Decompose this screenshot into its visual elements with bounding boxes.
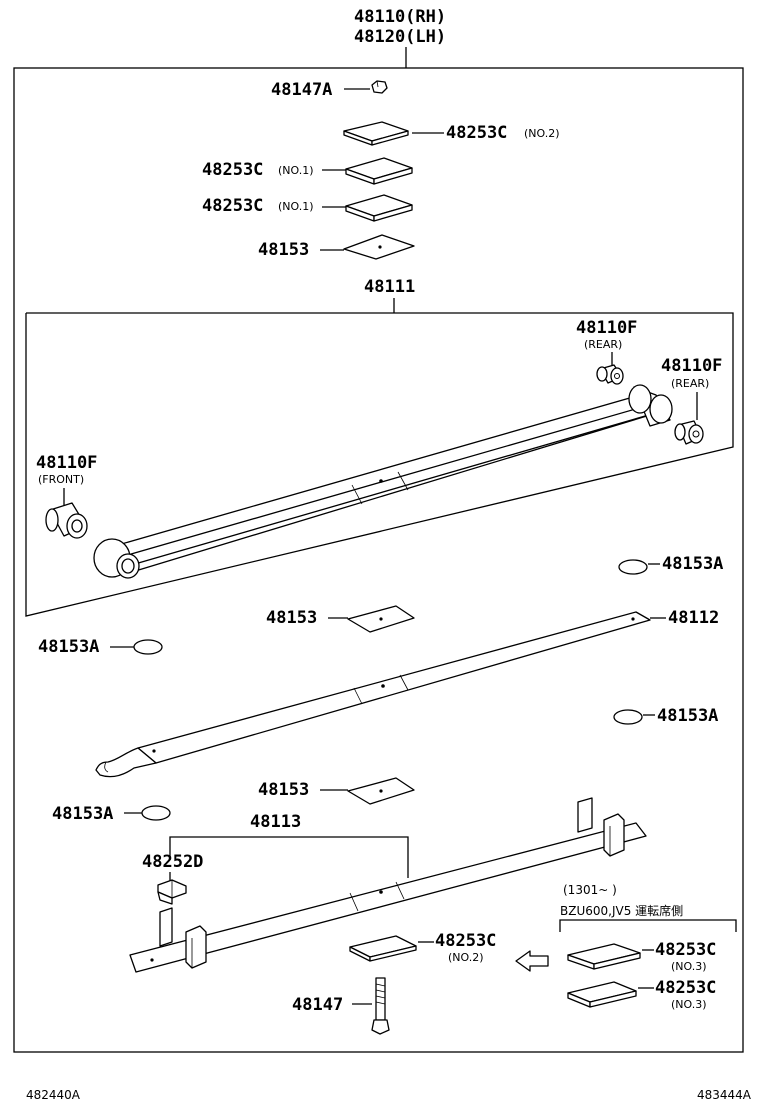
label-leaf-3[interactable]: 48113 <box>250 812 301 832</box>
spacer-top-hole <box>378 245 382 249</box>
pad-no1-a-side2 <box>373 167 413 185</box>
clip-part[interactable] <box>157 879 187 905</box>
note-pad-no2-top: (NO.2) <box>524 127 560 140</box>
note-pad-no2-low: (NO.2) <box>448 951 484 964</box>
bolt-thread-4 <box>375 1001 386 1005</box>
label-pad-no3-a[interactable]: 48253C <box>655 940 716 960</box>
arrow-icon <box>515 950 549 972</box>
leaf2-end-hole <box>631 617 635 621</box>
leaf2-hook-curl <box>104 761 109 773</box>
spacer-low-hole <box>379 789 383 793</box>
pad-no2-top-side2 <box>371 130 409 146</box>
label-bolt[interactable]: 48147 <box>292 995 343 1015</box>
note-pad-no1-b: (NO.1) <box>278 200 314 213</box>
label-leaf-assy[interactable]: 48111 <box>364 277 415 297</box>
leaf-spring-3[interactable] <box>129 797 647 973</box>
label-bushing-rear-2[interactable]: 48110F <box>661 356 722 376</box>
leader-leaf-3 <box>169 836 409 878</box>
bushing-rear-1[interactable] <box>596 364 624 385</box>
leaf2-clamp-left <box>353 687 363 705</box>
inner-frame <box>25 312 734 617</box>
note-pad-no3-b: (NO.3) <box>671 998 707 1011</box>
variant-model: BZU600,JV5 運転席側 <box>560 903 683 918</box>
pad-no2-low-side2 <box>369 945 417 962</box>
insert-left-1[interactable] <box>133 639 163 655</box>
label-bushing-rear-1[interactable]: 48110F <box>576 318 637 338</box>
label-clip[interactable]: 48252D <box>142 852 203 872</box>
label-insert-right-1[interactable]: 48153A <box>662 554 723 574</box>
note-bushing-rear-2: (REAR) <box>671 377 709 390</box>
variant-bracket <box>559 919 737 932</box>
leaf-spring-2[interactable] <box>95 611 651 778</box>
pad-no3-b-side2 <box>589 990 637 1008</box>
label-spacer-mid[interactable]: 48153 <box>266 608 317 628</box>
leaf2-clamp-right <box>399 674 409 691</box>
label-48147A[interactable]: 48147A <box>271 80 332 100</box>
note-pad-no3-a: (NO.3) <box>671 960 707 973</box>
label-spacer-top[interactable]: 48153 <box>258 240 309 260</box>
outer-frame <box>13 67 744 1053</box>
bushing-front[interactable] <box>45 502 88 539</box>
leaf3-clamp-left <box>349 892 359 912</box>
leaf-spring-main[interactable] <box>93 384 673 579</box>
pad-no3-a-side2 <box>593 952 641 970</box>
label-pad-no3-b[interactable]: 48253C <box>655 978 716 998</box>
leaf-main-clamp-left <box>351 484 363 505</box>
bushing-rear-2[interactable] <box>674 420 704 445</box>
label-pad-no1-b[interactable]: 48253C <box>202 196 263 216</box>
label-pad-no2-low[interactable]: 48253C <box>435 931 496 951</box>
bolt-thread-2 <box>375 989 386 993</box>
note-bushing-front: (FRONT) <box>38 473 84 486</box>
insert-right-1[interactable] <box>618 559 648 575</box>
label-insert-right-2[interactable]: 48153A <box>657 706 718 726</box>
footer-code-left: 482440A <box>26 1088 81 1102</box>
label-leaf-2[interactable]: 48112 <box>668 608 719 628</box>
footer-code-right: 483444A <box>697 1088 752 1102</box>
leaf2-front-hole <box>152 749 156 753</box>
header-part-lh: 48120(LH) <box>354 27 446 47</box>
leaf3-center-bolt <box>379 890 383 894</box>
leaf2-center-bolt <box>381 684 385 688</box>
nut-part[interactable] <box>371 80 388 94</box>
insert-left-2[interactable] <box>141 805 171 821</box>
spacer-mid-hole <box>379 617 383 621</box>
header-part-rh: 48110(RH) <box>354 7 446 27</box>
label-pad-no2-top[interactable]: 48253C <box>446 123 507 143</box>
label-bushing-front[interactable]: 48110F <box>36 453 97 473</box>
note-pad-no1-a: (NO.1) <box>278 164 314 177</box>
leaf-main-center-bolt <box>379 479 383 483</box>
bolt-thread-3 <box>375 995 386 999</box>
variant-serial: (1301~ ) <box>563 883 617 897</box>
leaf3-clamp-right <box>395 881 405 900</box>
note-bushing-rear-1: (REAR) <box>584 338 622 351</box>
label-insert-left-2[interactable]: 48153A <box>52 804 113 824</box>
insert-right-2[interactable] <box>613 709 643 725</box>
label-pad-no1-a[interactable]: 48253C <box>202 160 263 180</box>
bolt-thread-1 <box>375 983 386 987</box>
leaf3-front-hole <box>150 958 154 962</box>
label-spacer-low[interactable]: 48153 <box>258 780 309 800</box>
label-insert-left-1[interactable]: 48153A <box>38 637 99 657</box>
bolt-part[interactable] <box>371 977 390 1035</box>
nut-edge <box>376 80 379 88</box>
pad-no1-b-side2 <box>373 204 413 222</box>
leaf-main-clamp-right <box>397 471 409 491</box>
